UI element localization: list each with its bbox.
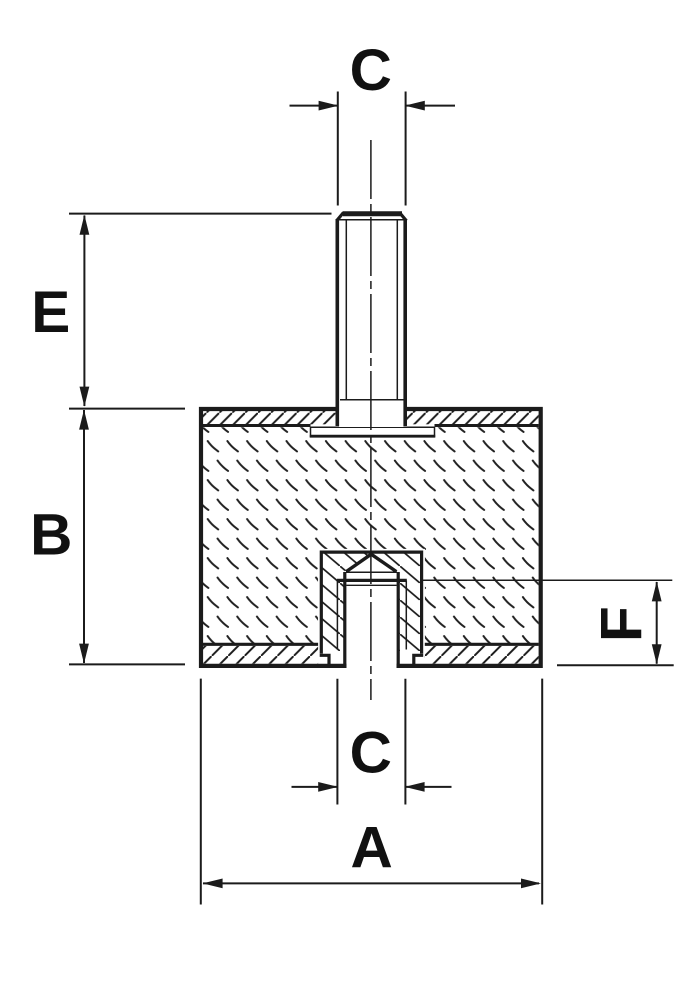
svg-text:F: F <box>589 606 654 642</box>
svg-text:C: C <box>350 720 392 785</box>
svg-text:E: E <box>31 280 70 345</box>
svg-text:B: B <box>30 502 72 567</box>
svg-text:C: C <box>350 38 392 103</box>
svg-text:A: A <box>350 816 392 881</box>
